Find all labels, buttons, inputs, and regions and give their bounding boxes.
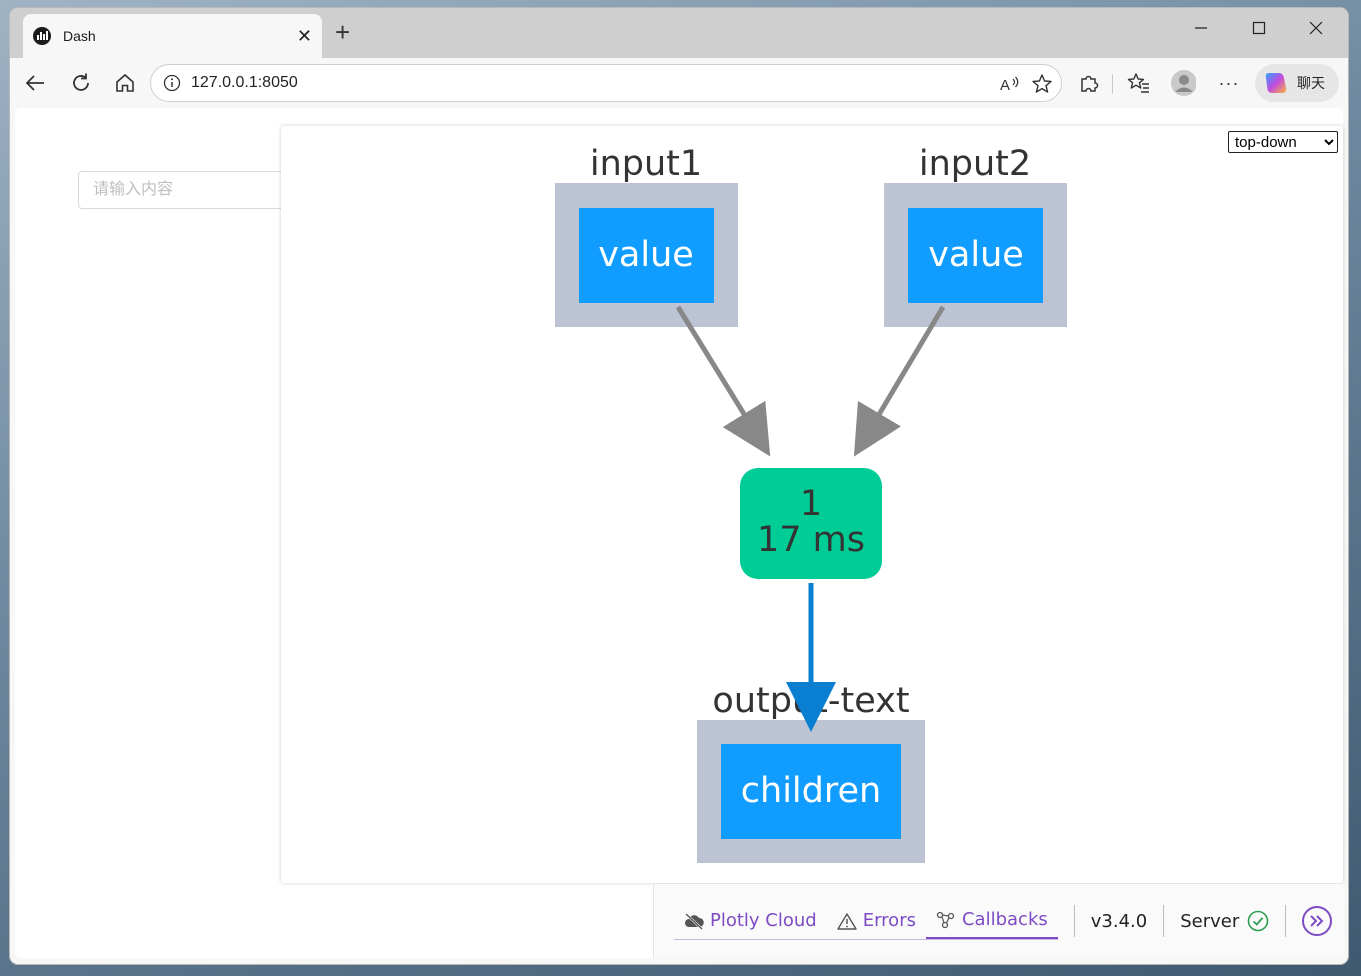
browser-toolbar: 127.0.0.1:8050 A ··· 聊天 xyxy=(10,58,1348,108)
read-aloud-icon[interactable]: A xyxy=(999,74,1021,94)
edge-input1-callback xyxy=(675,305,771,457)
output-children-box[interactable] xyxy=(721,744,901,839)
tab-title: Dash xyxy=(63,28,96,44)
input2-property: value xyxy=(928,235,1024,275)
minimize-icon xyxy=(1195,27,1207,29)
devtools-divider xyxy=(1073,905,1075,937)
output-property: children xyxy=(741,771,881,811)
puzzle-icon xyxy=(1081,75,1099,92)
input2-value-box[interactable] xyxy=(908,208,1043,303)
chevrons-right-icon xyxy=(1310,915,1324,927)
edge-input2-callback xyxy=(853,305,946,457)
address-text[interactable]: 127.0.0.1:8050 xyxy=(191,74,298,91)
dash-favicon-icon xyxy=(33,27,51,45)
callback-node[interactable]: 1 17 ms xyxy=(740,468,882,579)
more-dots-icon: ··· xyxy=(1218,72,1240,93)
extensions-button[interactable] xyxy=(1076,70,1102,96)
address-bar[interactable]: 127.0.0.1:8050 A xyxy=(150,64,1062,102)
more-menu-button[interactable]: ··· xyxy=(1216,70,1242,96)
callback-count: 1 xyxy=(800,484,822,524)
dash-devtools-bar: Plotly Cloud Errors Callbacks v3.4.0 Ser… xyxy=(653,883,1343,958)
reload-icon xyxy=(73,73,89,91)
toolbar-divider xyxy=(1112,74,1113,94)
text-input[interactable] xyxy=(78,171,318,209)
browser-tab[interactable]: Dash ✕ xyxy=(23,14,322,58)
arrow-left-icon xyxy=(25,75,44,91)
home-button[interactable] xyxy=(112,70,138,96)
close-icon xyxy=(1309,21,1323,35)
callbacks-tab[interactable]: Callbacks xyxy=(925,903,1058,939)
dash-version: v3.4.0 xyxy=(1090,910,1148,932)
favorites-list-icon xyxy=(1127,73,1149,93)
server-label: Server xyxy=(1180,910,1240,932)
layout-select[interactable]: top-down xyxy=(1228,131,1338,153)
profile-button[interactable] xyxy=(1170,70,1196,96)
input1-label: input1 xyxy=(590,144,702,184)
input1-node[interactable]: input1 value xyxy=(555,144,738,327)
callback-time: 17 ms xyxy=(757,520,865,560)
callbacks-label: Callbacks xyxy=(961,909,1048,930)
cloud-off-icon xyxy=(685,912,704,930)
copilot-icon xyxy=(1265,73,1287,93)
page-content: top-down input1 value xyxy=(15,108,1343,958)
info-icon[interactable] xyxy=(163,74,181,92)
devtools-divider xyxy=(1163,905,1165,937)
plotly-cloud-tab[interactable]: Plotly Cloud xyxy=(674,903,827,939)
favorites-button[interactable] xyxy=(1126,70,1152,96)
errors-label: Errors xyxy=(862,910,916,931)
input2-label: input2 xyxy=(919,144,1031,184)
plotly-cloud-label: Plotly Cloud xyxy=(710,910,817,931)
callback-graph-panel: top-down input1 value xyxy=(281,126,1343,883)
maximize-button[interactable] xyxy=(1251,20,1267,41)
reload-button[interactable] xyxy=(68,70,94,96)
minimize-button[interactable] xyxy=(1193,20,1209,41)
copilot-label: 聊天 xyxy=(1297,75,1325,91)
tab-strip: Dash ✕ + xyxy=(10,8,1348,58)
home-icon xyxy=(116,73,134,92)
svg-text:A: A xyxy=(1000,77,1010,94)
devtools-tabs: Plotly Cloud Errors Callbacks xyxy=(674,903,1058,940)
errors-tab[interactable]: Errors xyxy=(827,903,926,939)
callback-graph: input1 value input2 value xyxy=(555,144,1067,863)
browser-window: Dash ✕ + 127.0.0.1:8050 A xyxy=(10,8,1348,964)
callback-box[interactable] xyxy=(740,468,882,579)
tab-close-icon[interactable]: ✕ xyxy=(296,26,312,46)
close-window-button[interactable] xyxy=(1308,20,1324,41)
devtools-toggle-button[interactable] xyxy=(1302,906,1333,936)
input1-value-box[interactable] xyxy=(579,208,714,303)
favorite-star-icon[interactable] xyxy=(1031,73,1053,95)
avatar-icon xyxy=(1171,70,1196,96)
back-button[interactable] xyxy=(22,70,48,96)
new-tab-button[interactable]: + xyxy=(335,17,351,47)
graph-icon xyxy=(936,911,955,928)
warning-icon xyxy=(837,912,857,930)
maximize-icon xyxy=(1252,21,1266,35)
input1-property: value xyxy=(598,235,694,275)
devtools-divider xyxy=(1285,905,1287,937)
server-status-check-icon xyxy=(1247,910,1269,932)
input2-node[interactable]: input2 value xyxy=(884,144,1067,327)
copilot-button[interactable]: 聊天 xyxy=(1255,64,1339,102)
